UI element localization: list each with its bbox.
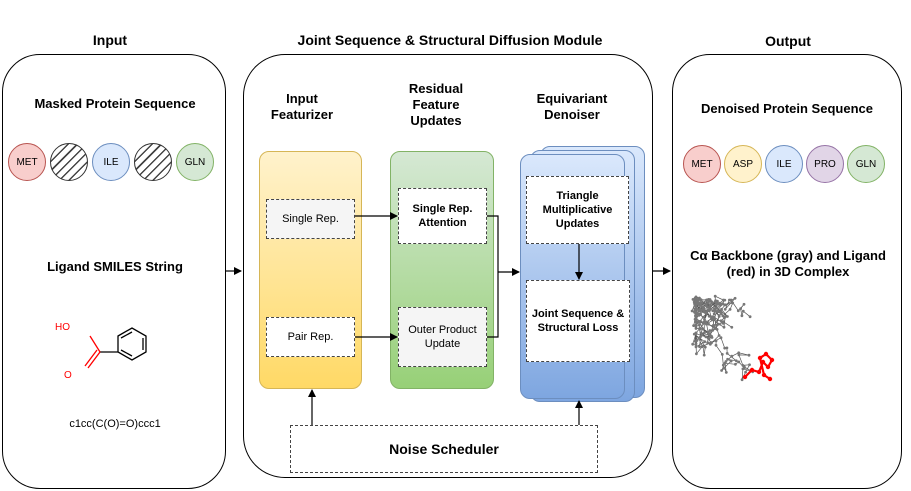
single-rep-attention-box: Single Rep. Attention	[398, 188, 487, 244]
input-residue-masked	[134, 143, 172, 181]
input-residue-masked	[50, 143, 88, 181]
ligand-oxygen-label: O	[64, 370, 72, 381]
input-residue-met: MET	[8, 143, 46, 181]
output-residue-ile: ILE	[765, 145, 803, 183]
output-residue-met: MET	[683, 145, 721, 183]
input-section-title: Input	[92, 32, 128, 48]
residual-feature-updates-title: Residual Feature Updates	[408, 81, 464, 128]
input-residue-ile: ILE	[92, 143, 130, 181]
output-residue-asp: ASP	[724, 145, 762, 183]
equivariant-denoiser-title: Equivariant Denoiser	[536, 91, 608, 122]
input-residue-gln: GLN	[176, 143, 214, 181]
output-residue-pro: PRO	[806, 145, 844, 183]
ligand-smiles-title: Ligand SMILES String	[47, 259, 183, 274]
triangle-updates-box: Triangle Multiplicative Updates	[526, 176, 629, 244]
single-rep-box: Single Rep.	[266, 199, 355, 239]
input-featurizer-title: Input Featurizer	[270, 91, 334, 122]
masked-protein-sequence-title: Masked Protein Sequence	[34, 96, 196, 111]
output-panel	[672, 54, 902, 489]
noise-scheduler-box: Noise Scheduler	[290, 425, 598, 473]
input-panel	[2, 54, 226, 489]
output-section-title: Output	[765, 33, 811, 49]
joint-loss-box: Joint Sequence & Structural Loss	[526, 280, 630, 362]
outer-product-update-box: Outer Product Update	[398, 307, 487, 367]
complex-3d-title: Cα Backbone (gray) and Ligand (red) in 3…	[690, 248, 886, 279]
denoised-protein-sequence-title: Denoised Protein Sequence	[701, 101, 873, 116]
ligand-hydroxyl-label: HO	[55, 322, 70, 333]
module-section-title: Joint Sequence & Structural Diffusion Mo…	[297, 32, 603, 48]
output-residue-gln: GLN	[847, 145, 885, 183]
pair-rep-box: Pair Rep.	[266, 317, 355, 357]
smiles-string: c1cc(C(O)=O)ccc1	[69, 418, 161, 430]
